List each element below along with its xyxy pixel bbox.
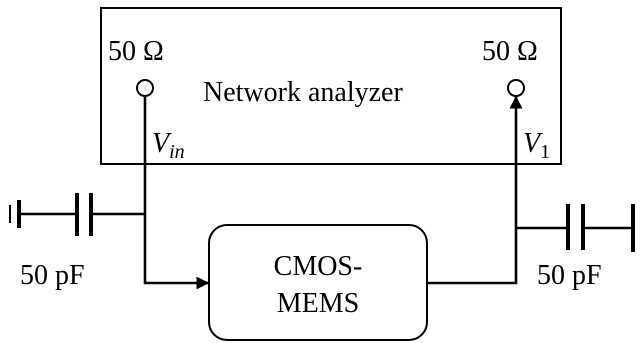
device-label-line2: MEMS [277, 288, 359, 319]
right-port-impedance-label: 50 Ω [482, 36, 538, 67]
output-signal-wire [427, 95, 523, 285]
left-port-impedance-label: 50 Ω [108, 36, 164, 67]
left-port-terminal [136, 79, 154, 97]
network-analyzer-label: Network analyzer [203, 77, 403, 108]
right-port-terminal [507, 79, 525, 97]
cmos-mems-device [208, 224, 428, 341]
v1-label: V1 [523, 128, 550, 163]
network-analyzer-box [100, 7, 562, 165]
left-capacitor-value: 50 pF [20, 260, 85, 291]
right-capacitor-value: 50 pF [537, 260, 602, 291]
device-label-line1: CMOS- [274, 251, 363, 282]
vin-label: Vin [152, 128, 185, 163]
input-signal-wire [143, 96, 210, 290]
